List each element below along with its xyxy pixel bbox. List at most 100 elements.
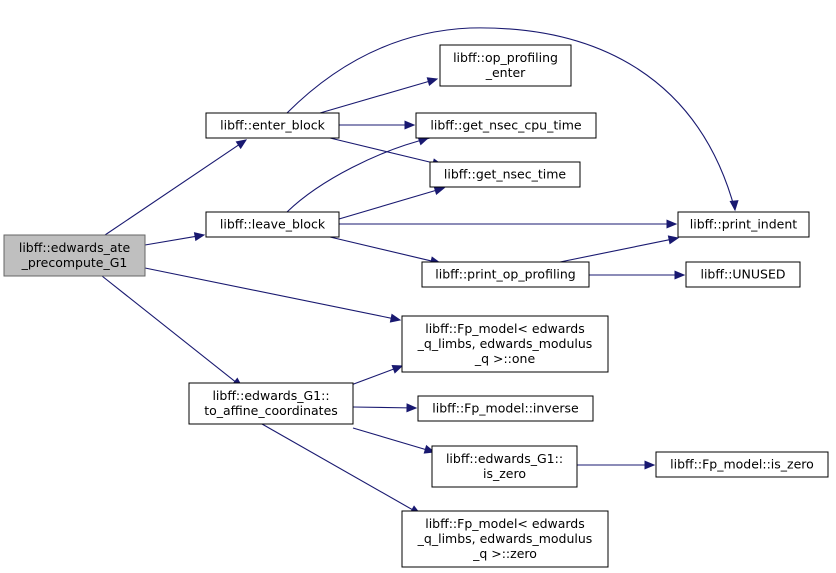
node-label: libff::Fp_model::inverse xyxy=(432,401,579,416)
edge-edwards_G1_is_zero-to-fp_model_is_zero-arrowhead xyxy=(644,460,656,470)
node-label: libff::Fp_model< edwards xyxy=(425,321,585,336)
node-label: libff::Fp_model::is_zero xyxy=(670,457,814,472)
node-get_nsec_time[interactable]: libff::get_nsec_time xyxy=(429,161,581,188)
edge-print_op_profiling-to-print_indent xyxy=(559,235,680,263)
node-box xyxy=(439,44,572,87)
node-op_profiling_enter[interactable]: libff::op_profiling_enter xyxy=(439,44,572,87)
node-UNUSED[interactable]: libff::UNUSED xyxy=(685,261,801,288)
node-leave_block[interactable]: libff::leave_block xyxy=(205,211,340,238)
node-label: _q >::one xyxy=(474,351,536,366)
node-box xyxy=(401,510,609,568)
edge-enter_block-to-get_nsec_cpu_time xyxy=(339,120,416,130)
node-label: libff::edwards_G1:: xyxy=(446,451,563,466)
node-box xyxy=(401,315,609,373)
node-label: libff::get_nsec_cpu_time xyxy=(430,118,581,133)
edge-leave_block-to-print_op_profiling xyxy=(329,236,442,266)
node-label: _q >::zero xyxy=(472,546,537,561)
node-fp_model_is_zero[interactable]: libff::Fp_model::is_zero xyxy=(655,451,829,478)
node-box xyxy=(421,261,590,288)
edge-edwards_ate_precompute_G1-to-to_affine_coordinates-line xyxy=(101,275,237,383)
edge-to_affine_coordinates-to-fp_model_zero xyxy=(261,423,422,515)
nodes-layer: libff::edwards_ate_precompute_G1libff::e… xyxy=(3,44,829,568)
node-box xyxy=(188,382,354,425)
node-label: libff::Fp_model< edwards xyxy=(425,516,585,531)
node-box xyxy=(655,451,829,478)
edge-leave_block-to-get_nsec_cpu_time-line xyxy=(286,137,431,213)
edge-edwards_ate_precompute_G1-to-enter_block-line xyxy=(104,144,240,236)
edge-to_affine_coordinates-to-edwards_G1_is_zero xyxy=(352,427,436,454)
edge-edwards_ate_precompute_G1-to-fp_model_one-arrowhead xyxy=(389,313,402,323)
node-fp_model_one[interactable]: libff::Fp_model< edwards_q_limbs, edward… xyxy=(401,315,609,373)
node-label: libff::op_profiling xyxy=(453,50,558,65)
node-label: libff::enter_block xyxy=(220,118,325,133)
node-box xyxy=(417,395,594,422)
node-box xyxy=(3,234,146,277)
edge-print_op_profiling-to-UNUSED xyxy=(589,270,686,280)
node-fp_model_zero[interactable]: libff::Fp_model< edwards_q_limbs, edward… xyxy=(401,510,609,568)
edge-leave_block-to-get_nsec_cpu_time xyxy=(286,136,431,213)
node-to_affine_coordinates[interactable]: libff::edwards_G1::to_affine_coordinates xyxy=(188,382,354,425)
edge-edwards_ate_precompute_G1-to-leave_block xyxy=(144,232,206,246)
node-label: _enter xyxy=(485,65,526,80)
edge-enter_block-to-print_indent-arrowhead xyxy=(729,200,739,212)
edge-enter_block-to-op_profiling_enter-arrowhead xyxy=(426,77,439,87)
edge-print_op_profiling-to-UNUSED-arrowhead xyxy=(674,270,686,280)
edge-to_affine_coordinates-to-fp_model_inverse-arrowhead xyxy=(406,403,418,413)
node-label: libff::leave_block xyxy=(220,217,326,232)
node-box xyxy=(429,161,581,188)
edge-print_op_profiling-to-print_indent-arrowhead xyxy=(667,235,680,245)
edge-to_affine_coordinates-to-fp_model_inverse xyxy=(352,403,418,413)
node-box xyxy=(205,112,340,139)
edge-edwards_ate_precompute_G1-to-leave_block-line xyxy=(144,235,197,246)
edge-edwards_ate_precompute_G1-to-fp_model_one-line xyxy=(144,267,393,319)
node-label: libff::edwards_ate xyxy=(19,240,131,255)
node-edwards_G1_is_zero[interactable]: libff::edwards_G1::is_zero xyxy=(431,445,578,488)
node-label: _q_limbs, edwards_modulus xyxy=(417,336,593,351)
edge-enter_block-to-print_indent xyxy=(286,27,739,212)
edge-enter_block-to-op_profiling_enter xyxy=(319,77,439,114)
edge-leave_block-to-get_nsec_time xyxy=(338,186,446,220)
edge-to_affine_coordinates-to-edwards_G1_is_zero-line xyxy=(352,427,427,451)
edge-leave_block-to-print_op_profiling-line xyxy=(329,236,433,262)
node-enter_block[interactable]: libff::enter_block xyxy=(205,112,340,139)
edge-to_affine_coordinates-to-fp_model_inverse-line xyxy=(352,406,409,409)
node-label: to_affine_coordinates xyxy=(204,403,338,418)
edge-edwards_ate_precompute_G1-to-fp_model_one xyxy=(144,267,402,323)
node-label: _q_limbs, edwards_modulus xyxy=(417,531,593,546)
node-get_nsec_cpu_time[interactable]: libff::get_nsec_cpu_time xyxy=(415,112,597,139)
edge-print_op_profiling-to-print_indent-line xyxy=(559,239,671,263)
node-box xyxy=(415,112,597,139)
edge-edwards_ate_precompute_G1-to-enter_block-arrowhead xyxy=(235,139,248,150)
edge-enter_block-to-print_indent-line xyxy=(286,27,736,211)
node-label: libff::print_op_profiling xyxy=(435,267,576,282)
edges-layer xyxy=(101,27,739,515)
edge-to_affine_coordinates-to-fp_model_one-arrowhead xyxy=(391,365,404,374)
edge-enter_block-to-get_nsec_time-line xyxy=(329,137,435,164)
edge-edwards_ate_precompute_G1-to-to_affine_coordinates xyxy=(101,275,244,388)
node-print_op_profiling[interactable]: libff::print_op_profiling xyxy=(421,261,590,288)
node-label: is_zero xyxy=(483,466,526,481)
node-label: libff::edwards_G1:: xyxy=(212,388,329,403)
edge-edwards_ate_precompute_G1-to-leave_block-arrowhead xyxy=(193,232,206,242)
edge-to_affine_coordinates-to-fp_model_zero-line xyxy=(261,423,414,511)
node-box xyxy=(205,211,340,238)
node-fp_model_inverse[interactable]: libff::Fp_model::inverse xyxy=(417,395,594,422)
edge-edwards_ate_precompute_G1-to-enter_block xyxy=(104,139,248,236)
edge-leave_block-to-get_nsec_time-line xyxy=(338,189,437,220)
edge-leave_block-to-get_nsec_time-arrowhead xyxy=(433,186,446,196)
node-print_indent[interactable]: libff::print_indent xyxy=(677,211,810,238)
edge-enter_block-to-op_profiling_enter-line xyxy=(319,80,430,114)
edge-enter_block-to-get_nsec_cpu_time-arrowhead xyxy=(404,120,416,130)
node-box xyxy=(685,261,801,288)
node-label: libff::get_nsec_time xyxy=(444,167,566,182)
node-box xyxy=(677,211,810,238)
node-label: libff::UNUSED xyxy=(700,267,785,282)
node-edwards_ate_precompute_G1[interactable]: libff::edwards_ate_precompute_G1 xyxy=(3,234,146,277)
edge-leave_block-to-print_indent xyxy=(339,219,678,229)
node-label: libff::print_indent xyxy=(690,217,797,232)
node-label: _precompute_G1 xyxy=(21,255,128,270)
node-box xyxy=(431,445,578,488)
edge-edwards_G1_is_zero-to-fp_model_is_zero xyxy=(577,460,656,470)
edge-leave_block-to-print_indent-arrowhead xyxy=(666,219,678,229)
